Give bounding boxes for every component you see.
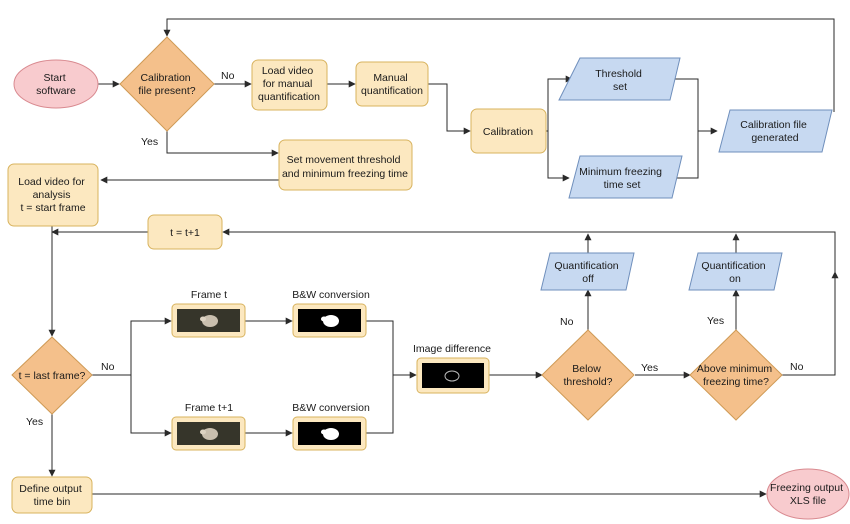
edge-to-frame-t1 (130, 375, 172, 437)
label-above-yes: Yes (707, 315, 724, 327)
output-terminal (766, 468, 850, 520)
last-frame-decision (11, 336, 93, 415)
edge-minfreeze-merge (673, 131, 699, 179)
start-terminal (13, 59, 99, 109)
define-bin-box (11, 476, 93, 514)
label-below-no: No (560, 316, 574, 328)
label-below-yes: Yes (641, 362, 658, 374)
mouse-body-icon (202, 315, 218, 327)
t-increment-label: t = t+1 (170, 227, 200, 239)
label-last-yes: Yes (26, 416, 43, 428)
define-bin-label: Define output time bin (19, 483, 84, 508)
set-threshold-label: Set movement threshold and minimum freez… (282, 154, 408, 180)
label-calib-no: No (221, 70, 235, 82)
manual-quantification-label: Manual quantification (361, 72, 423, 97)
below-threshold-decision (541, 329, 635, 421)
bw1-thumbnail (292, 303, 367, 338)
calibration-generated-io (718, 109, 833, 153)
start-label: Start software (36, 72, 76, 97)
mouse-silhouette-icon (323, 315, 339, 327)
bw2-thumbnail (292, 416, 367, 451)
quantification-off-io (540, 252, 635, 291)
t-increment-box (147, 214, 223, 250)
above-min-decision (689, 329, 783, 421)
mouse-body-icon (202, 428, 218, 440)
edge-to-frame-t (130, 317, 172, 375)
output-label: Freezing output XLS file (770, 482, 846, 507)
frame-t1-thumbnail (171, 416, 246, 451)
bw2-caption: B&W conversion (292, 402, 370, 414)
edge-manual-to-calibration (428, 83, 471, 135)
quantification-on-label: Quantification on (701, 260, 768, 285)
set-threshold-box (278, 139, 413, 191)
bw1-caption: B&W conversion (292, 289, 370, 301)
quantification-on-io (688, 252, 783, 291)
edge-above-no (782, 271, 839, 376)
min-freeze-set-io (568, 155, 683, 199)
label-above-no: No (790, 361, 804, 373)
edge-calibration-to-minfreeze (547, 131, 570, 182)
min-freeze-set-label: Minimum freezing time set (579, 166, 665, 191)
threshold-set-io (558, 57, 681, 101)
frame-t1-caption: Frame t+1 (185, 402, 233, 414)
edge-bw2-to-diff (366, 375, 394, 434)
frame-t-caption: Frame t (191, 289, 227, 301)
image-difference-thumbnail (416, 357, 490, 394)
difference-outline-icon (444, 370, 460, 382)
mouse-silhouette-icon (323, 428, 339, 440)
edge-bw1-to-diff (366, 320, 417, 379)
above-min-label: Above minimum freezing time? (697, 363, 775, 388)
edge-calibration-to-threshold (546, 75, 573, 132)
image-difference-caption: Image difference (413, 343, 491, 355)
calibration-decision-label: Calibration file present? (138, 72, 195, 97)
load-manual-box (251, 59, 328, 111)
quantification-off-label: Quantification off (554, 260, 621, 285)
edge-threshold-merge (670, 78, 699, 131)
label-last-no: No (101, 361, 115, 373)
label-calib-yes: Yes (141, 136, 158, 148)
calibration-generated-label: Calibration file generated (740, 119, 809, 144)
manual-quantification-box (355, 61, 429, 107)
edge-generated-loop-back (163, 18, 835, 112)
connectors (48, 18, 839, 498)
calibration-decision (119, 36, 215, 132)
load-manual-label: Load video for manual quantification (258, 65, 320, 103)
calibration-box (470, 108, 547, 154)
below-threshold-label: Below threshold? (563, 363, 612, 388)
last-frame-label: t = last frame? (19, 370, 86, 382)
edge-labels: No Yes No Yes No Yes Yes No (26, 70, 804, 428)
frame-t-thumbnail (171, 303, 246, 338)
calibration-label: Calibration (483, 126, 533, 138)
load-analysis-label: Load video for analysis t = start frame (18, 176, 87, 214)
edge-loop-top (222, 228, 836, 272)
edge-calib-yes (166, 130, 279, 157)
load-analysis-box (7, 163, 99, 227)
threshold-set-label: Threshold set (595, 68, 645, 93)
